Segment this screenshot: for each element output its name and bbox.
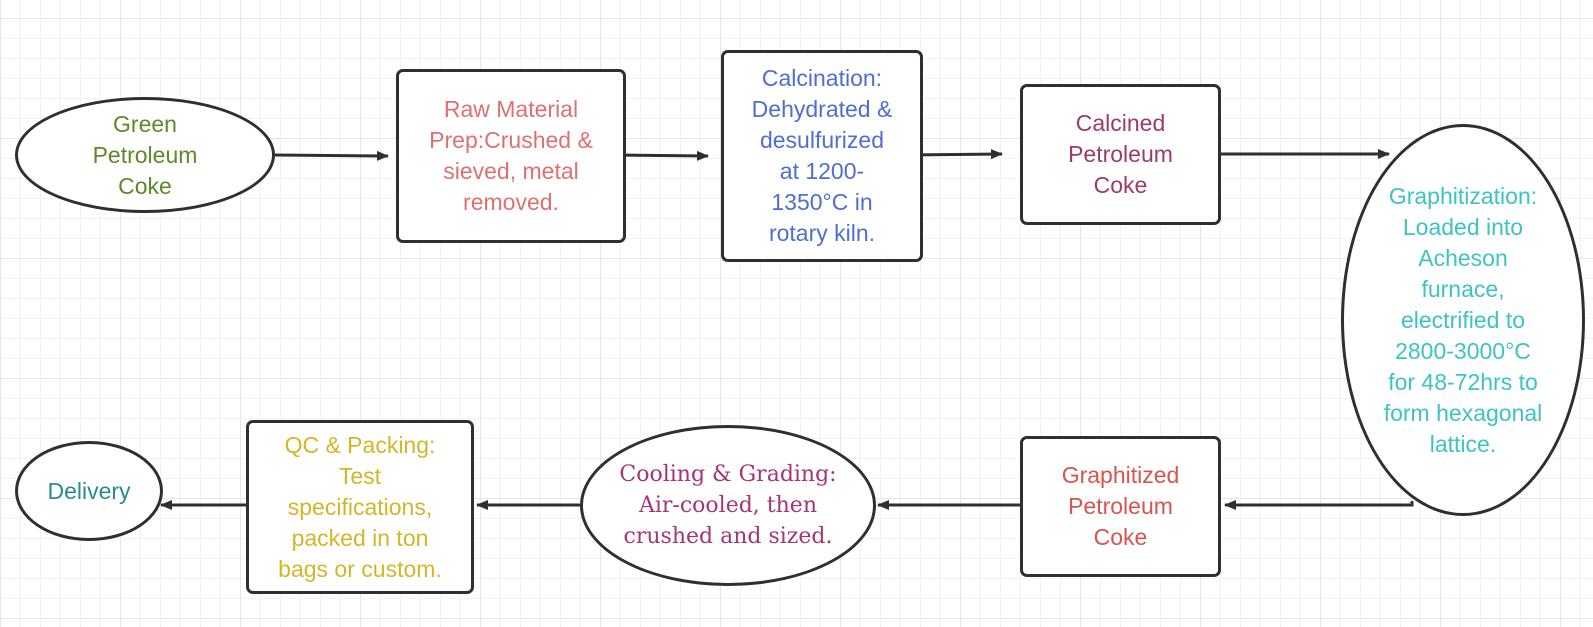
node-label: Delivery <box>47 477 131 504</box>
node-delivery[interactable]: Delivery <box>15 441 163 541</box>
arrow-graphitization-to-graphitized <box>1224 500 1414 510</box>
arrow-raw-to-calcination <box>613 150 709 161</box>
arrow-green-to-raw <box>273 150 389 161</box>
arrow-calcination-to-calcined <box>907 149 1003 160</box>
